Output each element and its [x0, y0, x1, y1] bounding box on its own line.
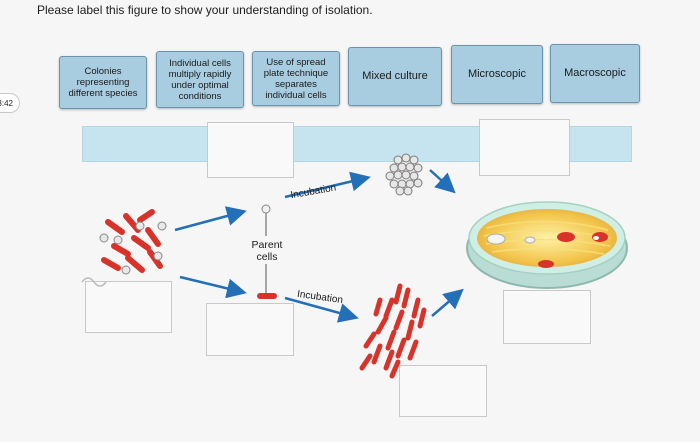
- cocci-colony: [385, 153, 423, 196]
- drop-slot-2[interactable]: [479, 119, 570, 176]
- label-chip-macroscopic[interactable]: Macroscopic: [550, 44, 640, 103]
- drop-slot-6[interactable]: [399, 365, 487, 417]
- arrow-cocci-to-dish: [429, 169, 456, 194]
- arrow-to-top-cell: [174, 206, 247, 232]
- mixed-culture-cells: [81, 209, 167, 287]
- drop-slot-1[interactable]: [207, 122, 294, 178]
- arrow-to-bottom-cell: [179, 275, 247, 299]
- incubation-arrow-top: [284, 171, 371, 199]
- rod-colony: [359, 283, 427, 379]
- label-chip-colonies[interactable]: Colonies representing different species: [59, 56, 147, 109]
- label-chip-microscopic[interactable]: Microscopic: [451, 45, 543, 104]
- label-chip-spread-plate[interactable]: Use of spread plate technique separates …: [252, 51, 340, 106]
- incubation-label-top: Incubation: [290, 182, 337, 201]
- question-prompt: Please label this figure to show your un…: [37, 3, 373, 17]
- label-chip-individual-cells[interactable]: Individual cells multiply rapidly under …: [156, 51, 244, 108]
- petri-dish: [466, 201, 628, 289]
- parent-cells: [257, 204, 277, 299]
- incubation-arrow-bottom: [284, 296, 359, 323]
- label-chip-mixed-culture[interactable]: Mixed culture: [348, 47, 442, 106]
- drop-slot-5[interactable]: [503, 290, 591, 344]
- timer-badge: 3:42: [0, 93, 20, 113]
- drop-slot-4[interactable]: [206, 303, 294, 356]
- parent-cells-label: Parent cells: [251, 239, 283, 263]
- arrow-rods-to-dish: [431, 288, 464, 317]
- drop-slot-3[interactable]: [85, 281, 172, 333]
